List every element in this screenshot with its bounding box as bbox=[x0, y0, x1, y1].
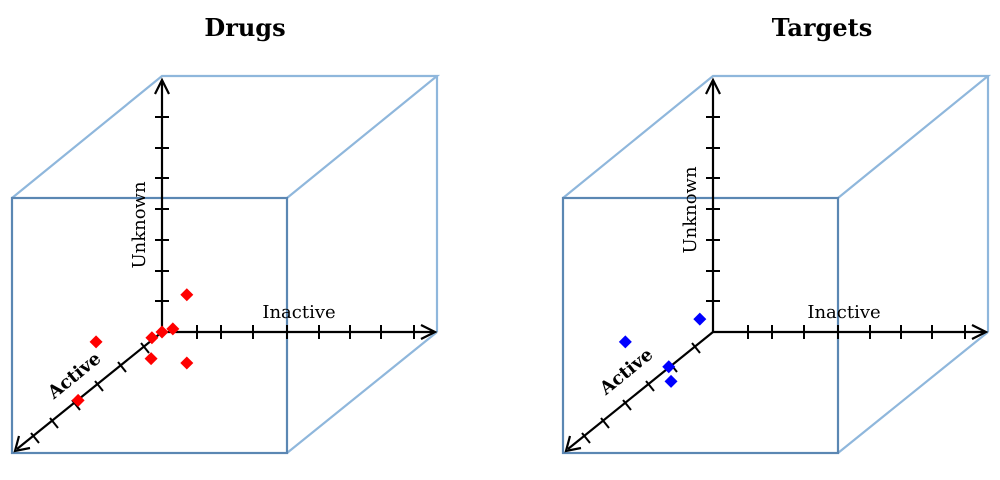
axis-label-active: Active bbox=[595, 344, 657, 400]
active-axis bbox=[16, 331, 163, 450]
markers-drugs bbox=[71, 288, 194, 407]
panel-title-drugs: Drugs bbox=[204, 13, 285, 42]
axis-label-unknown: Unknown bbox=[129, 181, 150, 269]
cube-top-face bbox=[11, 74, 441, 199]
axis-label-inactive: Inactive bbox=[262, 302, 335, 323]
inactive-axis-arrow-icon bbox=[420, 324, 438, 340]
tick-marks-targets bbox=[581, 116, 966, 444]
drugs-point-5 bbox=[89, 335, 103, 349]
active-axis-arrow-icon bbox=[13, 435, 31, 453]
cube-bottom-right-edge bbox=[837, 331, 989, 454]
cube-targets bbox=[561, 74, 992, 455]
drugs-point-2 bbox=[180, 288, 194, 302]
targets-point-1 bbox=[618, 335, 632, 349]
drugs-point-0 bbox=[155, 325, 169, 339]
targets-point-3 bbox=[664, 374, 678, 388]
active-axis bbox=[567, 331, 714, 450]
drugs-point-6 bbox=[144, 352, 158, 366]
drugs-point-1 bbox=[166, 322, 180, 336]
inactive-axis-arrow-icon bbox=[971, 324, 989, 340]
drugs-point-7 bbox=[71, 393, 85, 407]
drugs-point-3 bbox=[180, 356, 194, 370]
panel-targets: Targets bbox=[561, 13, 992, 455]
axes-targets: Unknown Inactive Active bbox=[564, 77, 989, 453]
tick-marks-drugs bbox=[30, 116, 415, 444]
targets-point-2 bbox=[662, 360, 676, 374]
cube-top-face bbox=[562, 74, 992, 199]
cube-drugs bbox=[10, 74, 441, 455]
targets-point-0 bbox=[693, 312, 707, 326]
unknown-axis-arrow-icon bbox=[705, 77, 721, 95]
markers-targets bbox=[618, 312, 707, 388]
cube-bottom-right-edge bbox=[286, 331, 438, 454]
panel-drugs: Drugs bbox=[10, 13, 441, 455]
axis-label-unknown: Unknown bbox=[680, 166, 701, 254]
drugs-point-4 bbox=[145, 331, 159, 345]
panel-title-targets: Targets bbox=[772, 13, 872, 42]
axis-label-inactive: Inactive bbox=[807, 302, 880, 323]
active-axis-arrow-icon bbox=[564, 435, 582, 453]
unknown-axis-arrow-icon bbox=[154, 77, 170, 95]
axis-label-active: Active bbox=[43, 348, 105, 404]
